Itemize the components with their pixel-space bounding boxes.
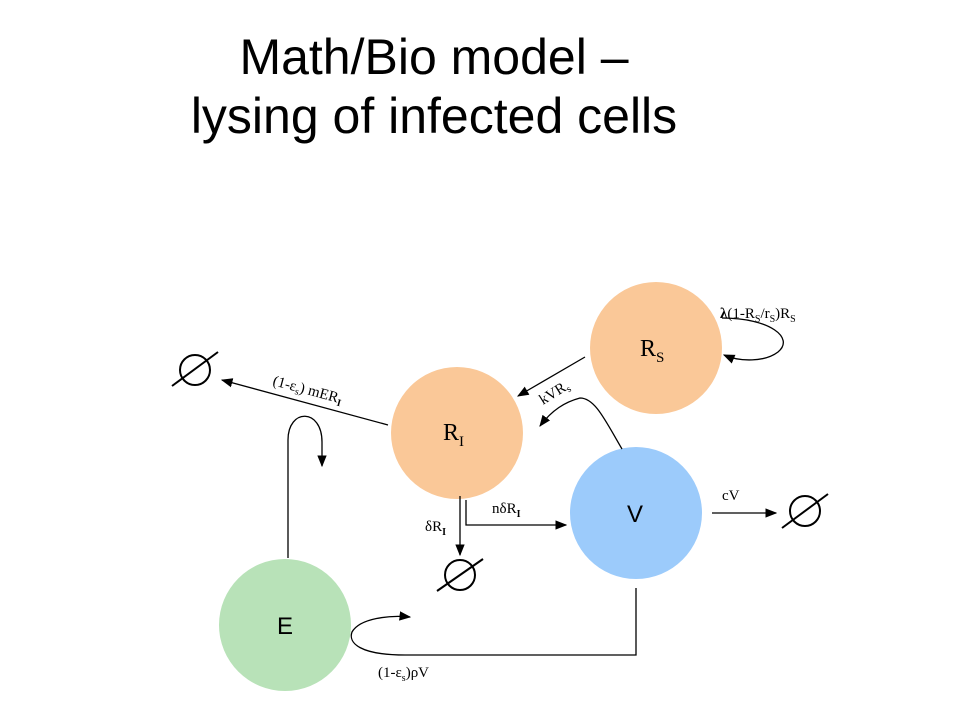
node-v — [570, 447, 702, 579]
empty-set-icon — [436, 558, 484, 592]
page-title: Math/Bio model – lysing of infected cell… — [0, 28, 868, 146]
e-killing-arrow — [287, 415, 327, 558]
virus-clearance-label: cV — [722, 488, 740, 504]
title-line-2: lysing of infected cells — [190, 88, 678, 144]
node-ri — [391, 367, 523, 499]
ri-killing-label: (1-εs) mERI — [270, 373, 344, 409]
e-growth-label: (1-εs)ρV — [378, 665, 429, 684]
virus-production-label: nδRI — [492, 501, 521, 520]
empty-set-icon — [171, 351, 219, 387]
rs-growth-arrow — [721, 317, 784, 364]
e-growth-arrow — [350, 588, 637, 656]
node-rs-label: RS — [640, 336, 664, 366]
virus-infection-arrow — [539, 397, 623, 450]
ri-killing-arrow — [220, 378, 389, 426]
node-e-label: E — [277, 613, 293, 640]
virus-production-arrow — [465, 500, 568, 530]
ri-death-label: δRI — [425, 519, 446, 538]
title-line-1: Math/Bio model – — [239, 29, 629, 85]
node-e — [219, 559, 351, 691]
empty-set-icon — [781, 493, 829, 529]
infection-arrow — [516, 356, 586, 397]
node-v-label: V — [627, 501, 643, 528]
node-ri-label: RI — [443, 420, 464, 450]
node-rs — [590, 282, 722, 414]
rs-growth-label: λ(1-RS/rS)RS — [720, 306, 796, 325]
